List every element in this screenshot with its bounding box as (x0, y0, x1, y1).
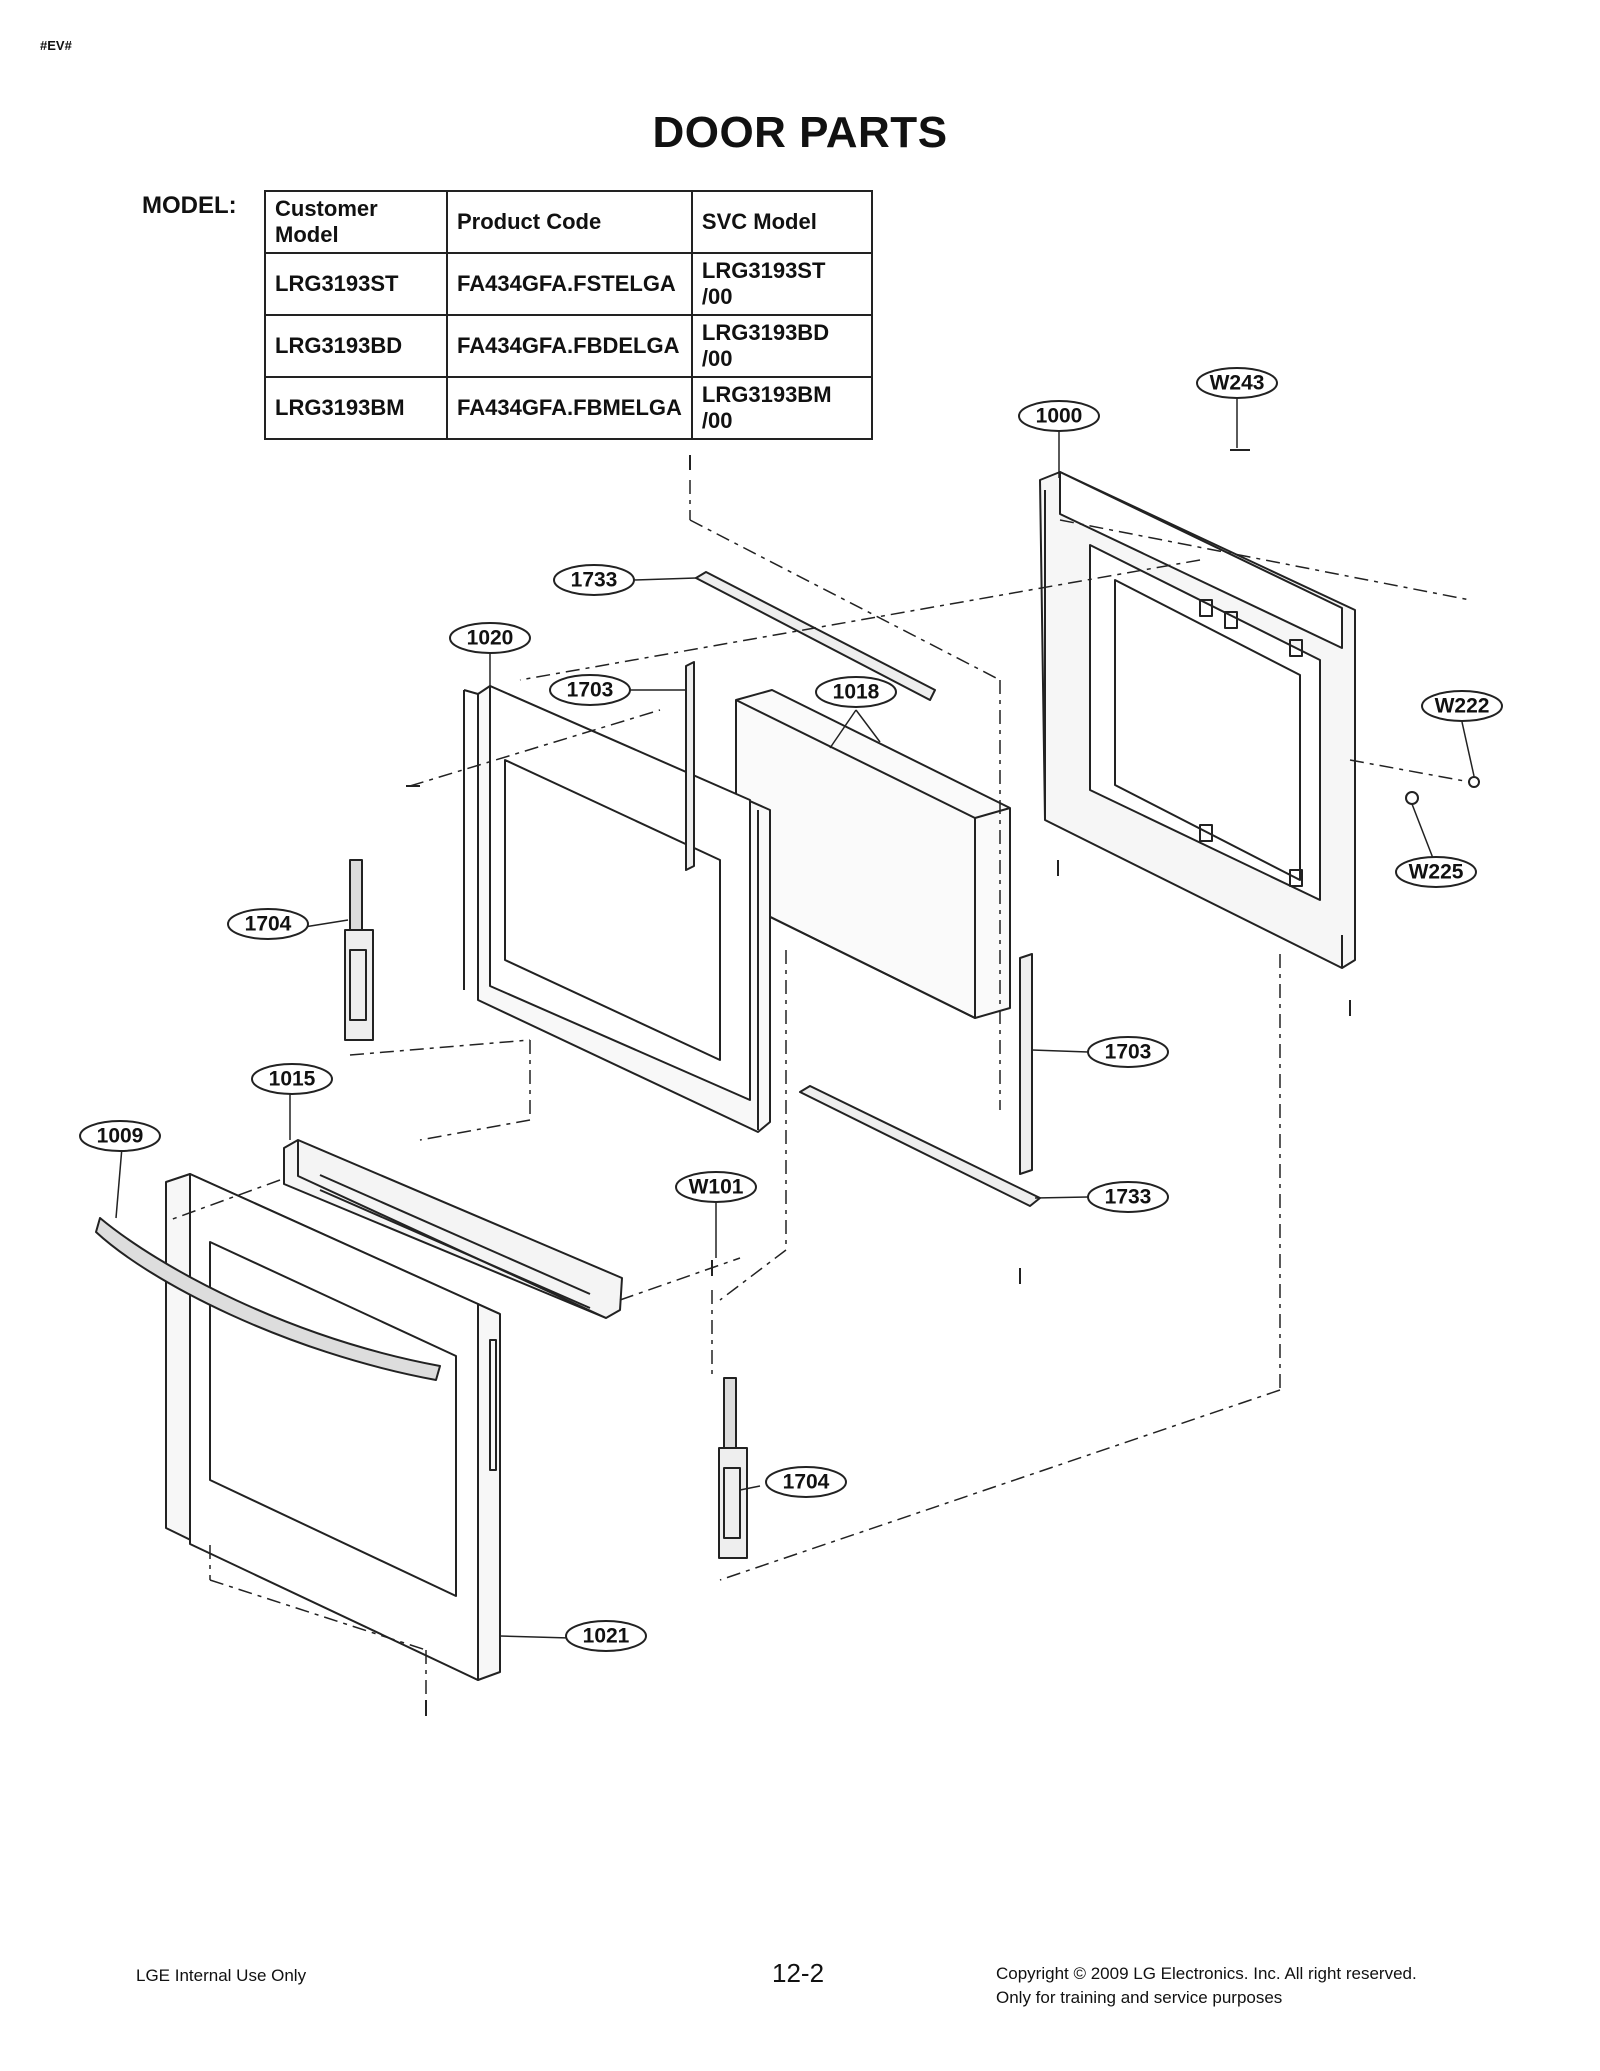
column-header: Product Code (446, 190, 693, 254)
callout-bubbles (79, 367, 1503, 1652)
footer-internal-use: LGE Internal Use Only (136, 1966, 307, 1985)
product-code-cell: FA434GFA.FSTELGA (446, 252, 693, 316)
hinge-1704-bottom (718, 1377, 748, 1559)
callout-1009: 1009 (97, 1125, 144, 1148)
callout-1733-bottom: 1733 (1105, 1186, 1152, 1209)
side-channel-1703-left (685, 661, 695, 871)
callout-w243: W243 (1210, 372, 1265, 395)
table-row: LRG3193BM FA434GFA.FBMELGA LRG3193BM /00 (264, 376, 873, 440)
callout-1015: 1015 (269, 1068, 316, 1091)
svc-model-cell: LRG3193ST /00 (690, 252, 873, 316)
page-number: 12-2 (772, 1958, 825, 1988)
customer-model-cell: LRG3193ST (264, 252, 448, 316)
vent-trim-1015 (283, 1139, 623, 1319)
assembly-lines (169, 480, 1471, 1700)
hinge-1704-left (344, 859, 374, 1041)
footer-copyright-block: Copyright © 2009 LG Electronics. Inc. Al… (996, 1962, 1417, 2010)
trim-strip-1733-bottom (799, 1085, 1041, 1207)
callout-w225: W225 (1409, 861, 1464, 884)
product-code-cell: FA434GFA.FBMELGA (446, 376, 693, 440)
callout-1704-left: 1704 (245, 913, 292, 936)
side-channel-1703-right (1019, 953, 1033, 1175)
callout-w101: W101 (689, 1176, 744, 1199)
training-notice: Only for training and service purposes (996, 1988, 1283, 2007)
glass-panel-1018 (735, 689, 1011, 1019)
door-frame-1020 (463, 685, 771, 1133)
callout-1018: 1018 (833, 681, 880, 704)
customer-model-cell: LRG3193BD (264, 314, 448, 378)
model-label: MODEL: (142, 192, 237, 219)
column-header: SVC Model (690, 190, 873, 254)
model-table: Customer Model Product Code SVC Model LR… (264, 190, 873, 440)
copyright-text: Copyright © 2009 LG Electronics. Inc. Al… (996, 1964, 1417, 1983)
callout-1000: 1000 (1036, 405, 1083, 428)
callout-w222: W222 (1435, 695, 1490, 718)
product-code-cell: FA434GFA.FBDELGA (446, 314, 693, 378)
door-handle-1009 (95, 1217, 441, 1381)
page-title: DOOR PARTS (652, 108, 948, 157)
callout-1703-left: 1703 (567, 679, 614, 702)
callout-1704-bottom: 1704 (783, 1471, 830, 1494)
callout-1733-top: 1733 (571, 569, 618, 592)
trim-strip-1733-top (695, 571, 936, 701)
table-row: LRG3193ST FA434GFA.FSTELGA LRG3193ST /00 (264, 252, 873, 316)
callout-1021: 1021 (583, 1625, 630, 1648)
leader-lines (115, 398, 1475, 1639)
callout-1703-right: 1703 (1105, 1041, 1152, 1064)
inner-door-1000 (1039, 471, 1356, 969)
table-row: LRG3193BD FA434GFA.FBDELGA LRG3193BD /00 (264, 314, 873, 378)
customer-model-cell: LRG3193BM (264, 376, 448, 440)
svc-model-cell: LRG3193BD /00 (690, 314, 873, 378)
svc-model-cell: LRG3193BM /00 (690, 376, 873, 440)
column-header: Customer Model (264, 190, 448, 254)
model-table-header: Customer Model Product Code SVC Model (264, 190, 873, 254)
callout-1020: 1020 (467, 627, 514, 650)
document-tag: #EV# (40, 38, 72, 53)
